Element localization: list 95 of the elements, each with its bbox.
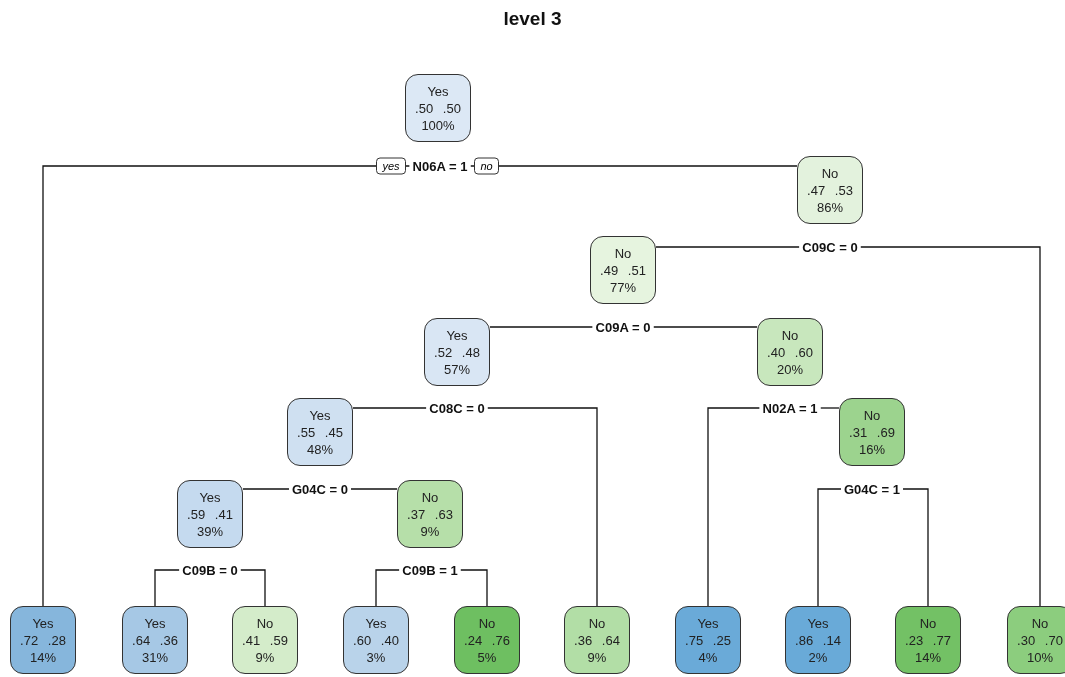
connector-line <box>489 326 594 328</box>
connector-line <box>817 488 842 607</box>
probabilities: .24 .76 <box>464 631 510 649</box>
tree-node <box>1007 606 1065 674</box>
probabilities: .40 .60 <box>767 343 813 361</box>
class-label: Yes <box>807 614 829 632</box>
class-label: Yes <box>32 614 54 632</box>
connector-line <box>819 407 840 409</box>
class-label: No <box>919 614 937 632</box>
percentage: 5% <box>477 648 497 666</box>
probabilities: .55 .45 <box>297 423 343 441</box>
tree-node <box>590 236 656 304</box>
tree-node <box>424 318 490 386</box>
probabilities: .47 .53 <box>807 181 853 199</box>
percentage: 14% <box>915 648 941 666</box>
probabilities: .49 .51 <box>600 261 646 279</box>
connector-line <box>154 569 180 607</box>
class-label: Yes <box>144 614 166 632</box>
probabilities: .30 .70 <box>1017 631 1063 649</box>
tree-node <box>343 606 409 674</box>
percentage: 9% <box>255 648 275 666</box>
percentage: 4% <box>698 648 718 666</box>
connector-line <box>352 407 427 409</box>
class-label: No <box>421 488 439 506</box>
connector-line <box>655 246 800 248</box>
percentage: 2% <box>808 648 828 666</box>
class-label: No <box>256 614 274 632</box>
percentage: 39% <box>197 522 223 540</box>
probabilities: .60 .40 <box>353 631 399 649</box>
tree-node <box>564 606 630 674</box>
connector-line <box>902 488 929 607</box>
connector-line <box>375 569 400 607</box>
tree-node <box>177 480 243 548</box>
probabilities: .23 .77 <box>905 631 951 649</box>
connector-line <box>707 407 761 607</box>
percentage: 86% <box>817 198 843 216</box>
probabilities: .37 .63 <box>407 505 453 523</box>
percentage: 9% <box>587 648 607 666</box>
percentage: 20% <box>777 360 803 378</box>
percentage: 3% <box>366 648 386 666</box>
tree-node <box>10 606 76 674</box>
connector-line <box>240 569 266 607</box>
class-label: Yes <box>365 614 387 632</box>
connector-line <box>652 326 758 328</box>
class-label: No <box>781 326 799 344</box>
class-label: No <box>821 164 839 182</box>
tree-node <box>405 74 471 142</box>
tree-node <box>232 606 298 674</box>
class-label: No <box>1031 614 1049 632</box>
tree-node <box>397 480 463 548</box>
class-label: Yes <box>199 488 221 506</box>
percentage: 14% <box>30 648 56 666</box>
tree-node <box>122 606 188 674</box>
class-label: No <box>863 406 881 424</box>
tree-node <box>454 606 520 674</box>
probabilities: .64 .36 <box>132 631 178 649</box>
class-label: Yes <box>309 406 331 424</box>
percentage: 48% <box>307 440 333 458</box>
class-label: Yes <box>427 82 449 100</box>
edge-label: no <box>474 157 499 175</box>
probabilities: .86 .14 <box>795 631 841 649</box>
class-label: No <box>478 614 496 632</box>
probabilities: .72 .28 <box>20 631 66 649</box>
tree-node <box>675 606 741 674</box>
connector-line <box>460 569 488 607</box>
chart-title: level 3 <box>502 8 563 30</box>
probabilities: .31 .69 <box>849 423 895 441</box>
percentage: 16% <box>859 440 885 458</box>
probabilities: .75 .25 <box>685 631 731 649</box>
probabilities: .52 .48 <box>434 343 480 361</box>
tree-node <box>797 156 863 224</box>
class-label: No <box>614 244 632 262</box>
tree-node <box>895 606 961 674</box>
connector-line <box>242 488 290 490</box>
percentage: 57% <box>444 360 470 378</box>
connector-line <box>860 246 1041 607</box>
tree-node <box>785 606 851 674</box>
probabilities: .36 .64 <box>574 631 620 649</box>
connector-line <box>350 488 398 490</box>
class-label: Yes <box>697 614 719 632</box>
class-label: No <box>588 614 606 632</box>
connector-line <box>487 407 598 607</box>
tree-node <box>757 318 823 386</box>
tree-node <box>839 398 905 466</box>
percentage: 31% <box>142 648 168 666</box>
probabilities: .41 .59 <box>242 631 288 649</box>
edge-label: yes <box>376 157 406 175</box>
probabilities: .50 .50 <box>415 99 461 117</box>
percentage: 9% <box>420 522 440 540</box>
tree-node <box>287 398 353 466</box>
percentage: 77% <box>610 278 636 296</box>
percentage: 10% <box>1027 648 1053 666</box>
percentage: 100% <box>421 116 455 134</box>
probabilities: .59 .41 <box>187 505 233 523</box>
class-label: Yes <box>446 326 468 344</box>
